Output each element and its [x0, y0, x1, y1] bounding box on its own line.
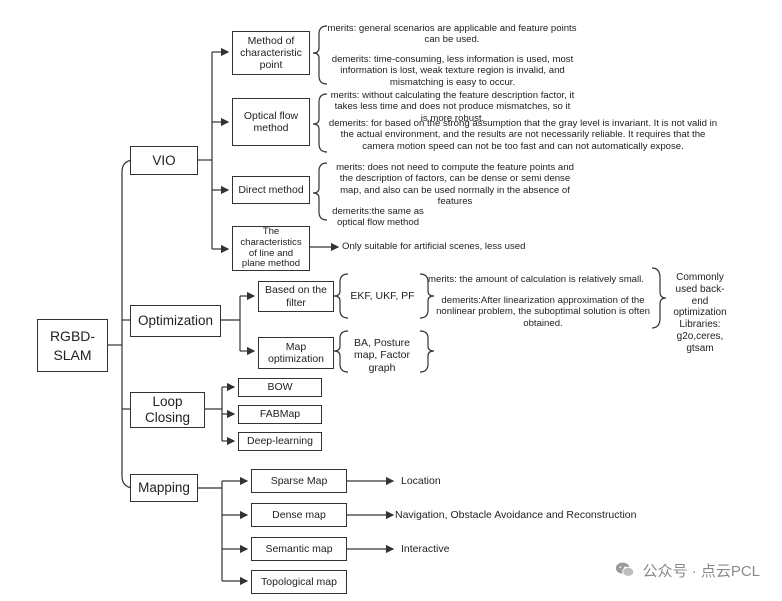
sparse-use-note: Location [401, 475, 441, 487]
branch-loop-closing: Loop Closing [130, 392, 205, 428]
method-characteristic-point-label: Method of characteristic point [240, 34, 302, 72]
direct-demerits-text: demerits:the same as optical flow method [332, 206, 424, 229]
of-demerits-text: demerits: for based on the strong assump… [328, 118, 718, 152]
filter-demerits-text: demerits:After linearization approximati… [436, 295, 650, 329]
filter-list-text: EKF, UKF, PF [350, 290, 415, 302]
map-opt-list-text: BA, Posture map, Factor graph [353, 337, 411, 374]
cp-merits-text: merits: general scenarios are applicable… [327, 23, 577, 46]
map-topological: Topological map [251, 570, 347, 594]
semantic-use-note: Interactive [401, 543, 449, 555]
method-direct-label: Direct method [238, 183, 304, 196]
libraries-text: Commonly used back-end optimization Libr… [673, 272, 727, 354]
opt-filter-label: Based on the filter [265, 284, 327, 309]
filter-list-note: EKF, UKF, PF [345, 290, 420, 302]
root-label: RGBD-SLAM [49, 328, 96, 363]
cp-demerits-text: demerits: time-consuming, less informati… [331, 54, 574, 88]
branch-mapping: Mapping [130, 474, 198, 502]
semantic-use-text: Interactive [401, 543, 450, 555]
watermark: 公众号 · 点云PCL [614, 559, 760, 581]
of-merits-note: merits: without calculating the feature … [330, 90, 575, 124]
direct-merits-note: merits: does not need to compute the fea… [330, 162, 580, 207]
of-merits-text: merits: without calculating the feature … [330, 90, 575, 124]
branch-loop-closing-label: Loop Closing [144, 394, 191, 425]
filter-merits-text: merits: the amount of calculation is rel… [428, 274, 644, 285]
cp-demerits-note: demerits: time-consuming, less informati… [330, 54, 575, 88]
of-demerits-note: demerits: for based on the strong assump… [328, 118, 718, 152]
map-dense: Dense map [251, 503, 347, 527]
method-direct: Direct method [232, 176, 310, 204]
method-line-plane: The characteristics of line and plane me… [232, 226, 310, 271]
method-line-plane-label: The characteristics of line and plane me… [240, 226, 302, 270]
direct-demerits-note: demerits:the same as optical flow method [328, 206, 428, 229]
map-semantic-label: Semantic map [265, 542, 333, 555]
root-node: RGBD-SLAM [37, 319, 108, 372]
loop-bow: BOW [238, 378, 322, 397]
line-plane-text: Only suitable for artificial scenes, les… [342, 241, 526, 252]
map-dense-label: Dense map [272, 508, 326, 521]
loop-bow-label: BOW [267, 381, 293, 394]
dense-use-text: Navigation, Obstacle Avoidance and Recon… [395, 509, 637, 521]
method-optical-flow: Optical flow method [232, 98, 310, 146]
line-plane-note: Only suitable for artificial scenes, les… [342, 241, 582, 252]
sparse-use-text: Location [401, 475, 441, 487]
map-sparse: Sparse Map [251, 469, 347, 493]
map-semantic: Semantic map [251, 537, 347, 561]
map-opt-list-note: BA, Posture map, Factor graph [346, 337, 418, 374]
loop-fabmap: FABMap [238, 405, 322, 424]
method-characteristic-point: Method of characteristic point [232, 31, 310, 75]
cp-merits-note: merits: general scenarios are applicable… [327, 23, 577, 46]
opt-map-optimization-label: Map optimization [267, 340, 325, 365]
dense-use-note: Navigation, Obstacle Avoidance and Recon… [395, 509, 636, 521]
opt-map-optimization: Map optimization [258, 337, 334, 369]
watermark-text: 公众号 · 点云PCL [642, 562, 760, 580]
libraries-note: Commonly used back-end optimization Libr… [668, 272, 732, 355]
direct-merits-text: merits: does not need to compute the fea… [336, 162, 574, 207]
wechat-icon [616, 562, 635, 577]
branch-optimization: Optimization [130, 305, 221, 337]
method-optical-flow-label: Optical flow method [243, 109, 299, 134]
loop-fabmap-label: FABMap [259, 408, 301, 421]
branch-mapping-label: Mapping [138, 480, 190, 496]
branch-vio: VIO [130, 146, 198, 175]
loop-deep-learning-label: Deep-learning [247, 435, 313, 448]
opt-filter: Based on the filter [258, 281, 334, 312]
filter-merits-note: merits: the amount of calculation is rel… [428, 274, 663, 285]
map-topological-label: Topological map [261, 575, 337, 588]
branch-vio-label: VIO [152, 152, 176, 168]
branch-optimization-label: Optimization [137, 313, 214, 329]
map-sparse-label: Sparse Map [270, 474, 328, 487]
loop-deep-learning: Deep-learning [238, 432, 322, 451]
filter-demerits-note: demerits:After linearization approximati… [428, 295, 658, 329]
